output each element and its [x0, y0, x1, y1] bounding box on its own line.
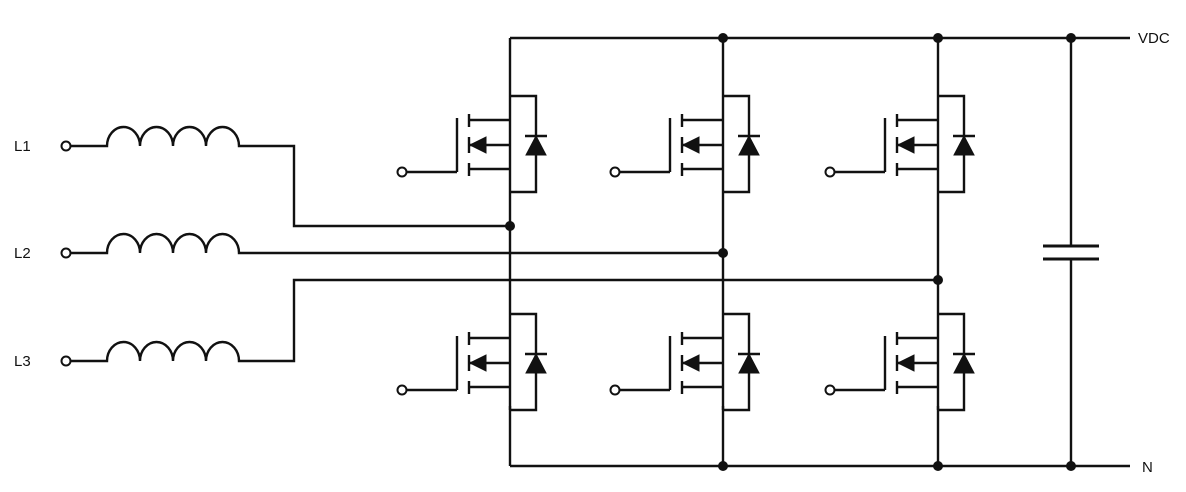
gate-terminal [396, 384, 408, 396]
body-diode [738, 134, 760, 156]
mosfet-leg3-low [824, 312, 975, 412]
terminal-l2 [60, 247, 72, 259]
label-n: N [1142, 459, 1153, 476]
inductor-l3 [71, 278, 938, 363]
gate-terminal [396, 166, 408, 178]
terminal-l3 [60, 355, 72, 367]
label-vdc: VDC [1138, 30, 1170, 47]
body-diode [953, 134, 975, 156]
mosfet-leg2-low [609, 312, 760, 412]
label-l1: L1 [14, 138, 31, 155]
label-l2: L2 [14, 245, 31, 262]
mosfet-leg1-low [396, 312, 547, 412]
mosfet-switches [396, 94, 975, 412]
body-diode [525, 134, 547, 156]
inductor-l2 [71, 232, 723, 255]
terminal-l1 [60, 140, 72, 152]
mosfet-leg3-high [824, 94, 975, 194]
dc-link-capacitor [1043, 38, 1099, 466]
gate-terminal [609, 384, 621, 396]
inductor-l1 [71, 125, 510, 228]
body-diode [953, 352, 975, 374]
mosfet-leg1-high [396, 94, 547, 194]
body-diode [738, 352, 760, 374]
label-l3: L3 [14, 353, 31, 370]
gate-terminal [609, 166, 621, 178]
mosfet-leg2-high [609, 94, 760, 194]
gate-terminal [824, 384, 836, 396]
gate-terminal [824, 166, 836, 178]
body-diode [525, 352, 547, 374]
junction-dots [505, 33, 1076, 471]
